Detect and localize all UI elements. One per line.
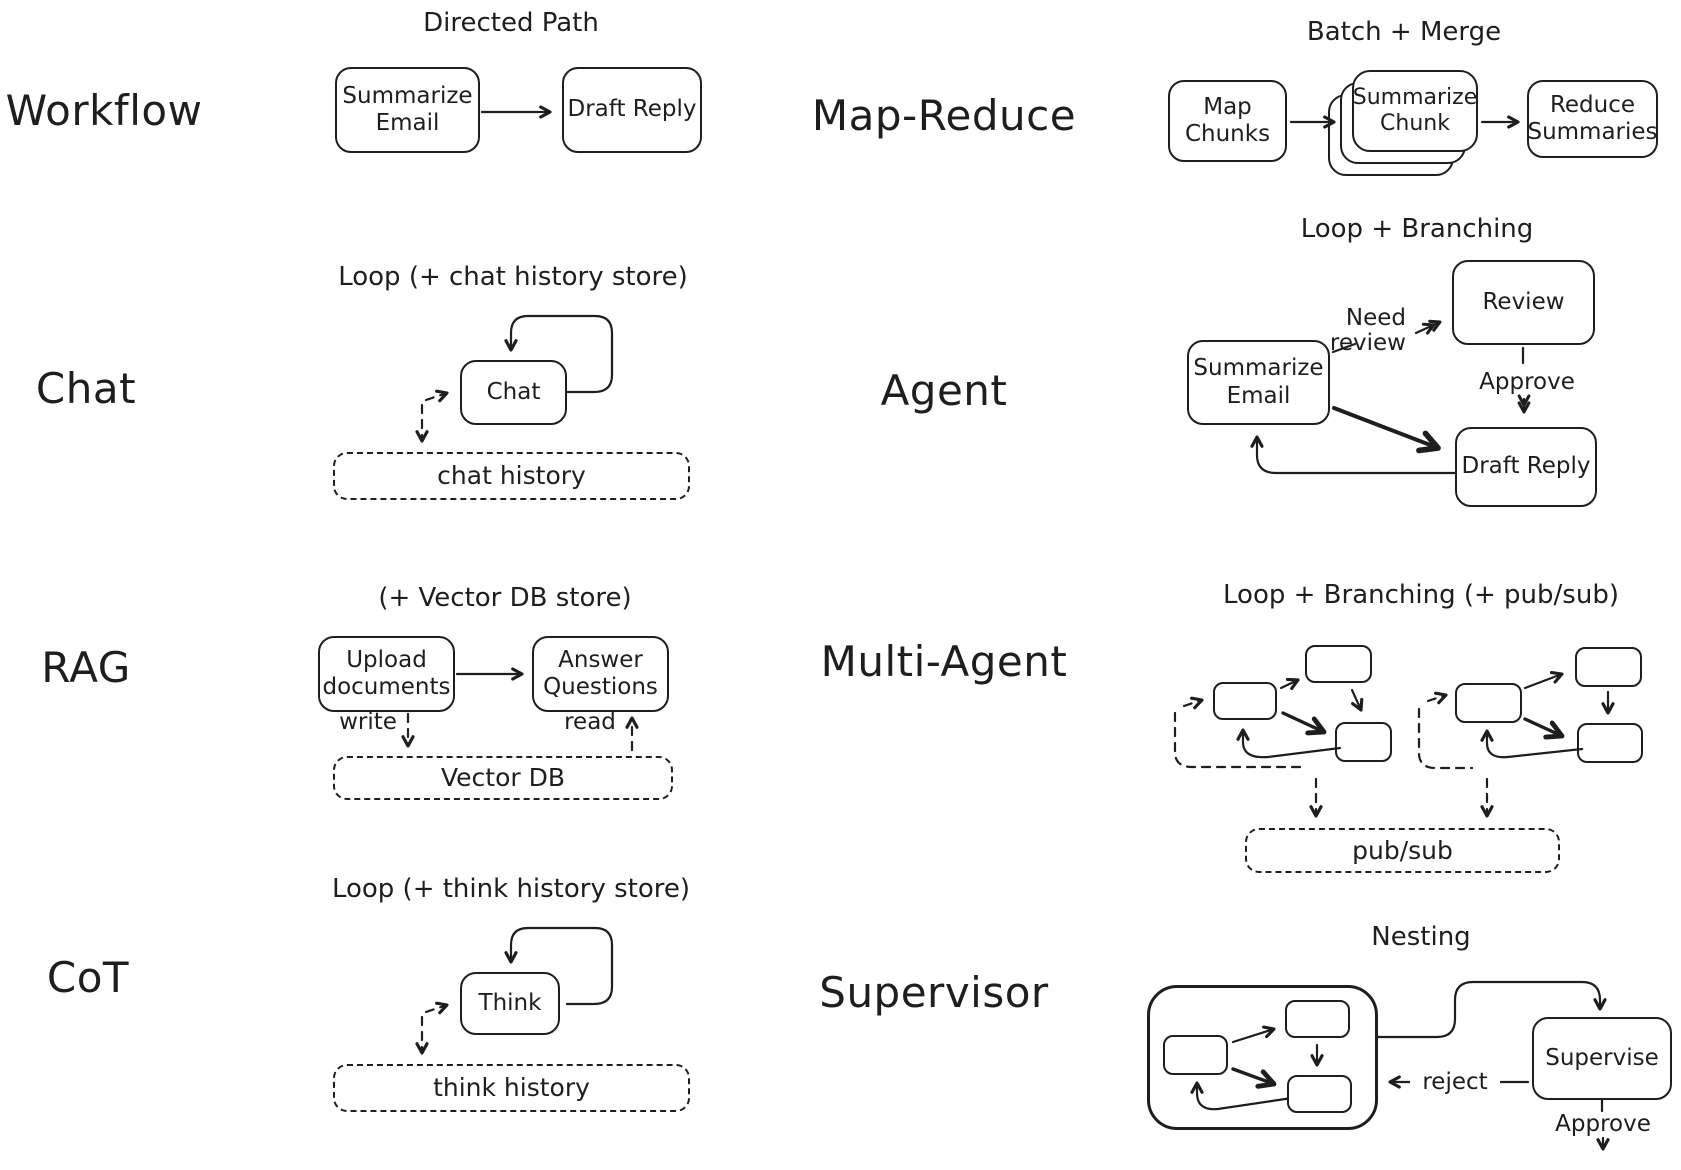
- title-multiagent: Loop + Branching (+ pub/sub): [1223, 580, 1619, 610]
- section-label-multiagent: Multi-Agent: [820, 637, 1068, 686]
- node-vector-db: Vector DB: [333, 756, 673, 800]
- cot-self-loop: [504, 926, 614, 1006]
- node-draft-reply: Draft Reply: [562, 67, 702, 153]
- node-upload-documents: Upload documents: [318, 636, 455, 712]
- edge-label-approve-supervisor: Approve: [1555, 1111, 1651, 1137]
- node-agent-draft-reply: Draft Reply: [1455, 427, 1597, 507]
- ma2-node-left: [1455, 683, 1522, 723]
- section-label-rag: RAG: [41, 643, 131, 692]
- agent-draft-arrow: [1332, 406, 1441, 454]
- section-label-agent: Agent: [880, 366, 1008, 415]
- ma1-loop-back: [1236, 728, 1342, 759]
- chat-dashed-in-arrow: [424, 389, 449, 403]
- node-pub-sub: pub/sub: [1245, 828, 1560, 873]
- edge-label-read: read: [564, 709, 616, 735]
- title-batch-merge: Batch + Merge: [1306, 17, 1502, 47]
- edge-label-need-review: Need review: [1329, 305, 1406, 356]
- section-label-mapreduce: Map-Reduce: [811, 91, 1077, 140]
- agent-return-arrow: [1250, 435, 1457, 475]
- sup-arrow-main: [1231, 1067, 1277, 1089]
- sup-arrow-top: [1231, 1025, 1276, 1044]
- ma1-dashed-path: [1173, 711, 1305, 769]
- cot-dashed-in-arrow: [424, 1001, 449, 1015]
- agent-needreview-arrow: [1414, 319, 1442, 335]
- title-agent-loop: Loop + Branching: [1300, 214, 1534, 244]
- ma2-arrow-top: [1523, 671, 1564, 690]
- node-chat: Chat: [460, 360, 567, 425]
- edge-label-reject: reject: [1410, 1070, 1500, 1095]
- sup-loop-back: [1190, 1081, 1294, 1111]
- node-summarize-chunk: Summarize Chunk: [1352, 70, 1478, 152]
- ma2-dashed-in: [1426, 691, 1448, 705]
- edge-label-write: write: [339, 709, 397, 735]
- node-review: Review: [1452, 260, 1595, 345]
- ma1-arrow-main: [1281, 711, 1327, 736]
- agent-needreview-stub: [1331, 342, 1357, 354]
- section-label-chat: Chat: [35, 364, 137, 413]
- ma2-loop-back: [1480, 729, 1584, 759]
- node-summarize-email: Summarize Email: [335, 67, 480, 153]
- title-nesting: Nesting: [1371, 922, 1471, 952]
- ma1-dashed-in: [1182, 696, 1204, 710]
- title-cot-loop: Loop (+ think history store): [331, 874, 691, 904]
- edge-label-approve: Approve: [1479, 369, 1575, 395]
- chat-self-loop: [504, 314, 614, 394]
- ma2-arrow-main: [1523, 717, 1565, 740]
- sup-out-elbow: [1376, 980, 1607, 1039]
- section-label-cot: CoT: [46, 953, 130, 1002]
- title-directed-path: Directed Path: [423, 8, 599, 38]
- ma1-node-left: [1213, 682, 1277, 720]
- node-map-chunks: Map Chunks: [1168, 80, 1287, 162]
- title-rag-store: (+ Vector DB store): [378, 583, 632, 613]
- section-label-workflow: Workflow: [5, 86, 203, 135]
- node-supervise: Supervise: [1532, 1017, 1672, 1100]
- sup-node-bottom: [1287, 1075, 1352, 1113]
- sup-node-top: [1285, 1000, 1350, 1038]
- ma2-dashed-path: [1417, 707, 1474, 770]
- title-chat-loop: Loop (+ chat history store): [338, 262, 688, 292]
- ma1-arrow-down: [1350, 688, 1364, 712]
- node-think: Think: [460, 972, 560, 1035]
- sup-node-left: [1163, 1035, 1228, 1075]
- node-reduce-summaries: Reduce Summaries: [1527, 80, 1658, 158]
- node-chat-history: chat history: [333, 452, 690, 500]
- ma2-node-top: [1575, 647, 1642, 687]
- ma1-node-bottom: [1335, 722, 1392, 762]
- node-answer-questions: Answer Questions: [532, 636, 669, 712]
- ma2-node-bottom: [1577, 723, 1643, 763]
- ma1-arrow-top: [1279, 677, 1300, 691]
- node-agent-summarize-email: Summarize Email: [1187, 340, 1330, 425]
- ma1-node-top: [1305, 645, 1372, 683]
- section-label-supervisor: Supervisor: [819, 968, 1049, 1017]
- node-think-history: think history: [333, 1064, 690, 1112]
